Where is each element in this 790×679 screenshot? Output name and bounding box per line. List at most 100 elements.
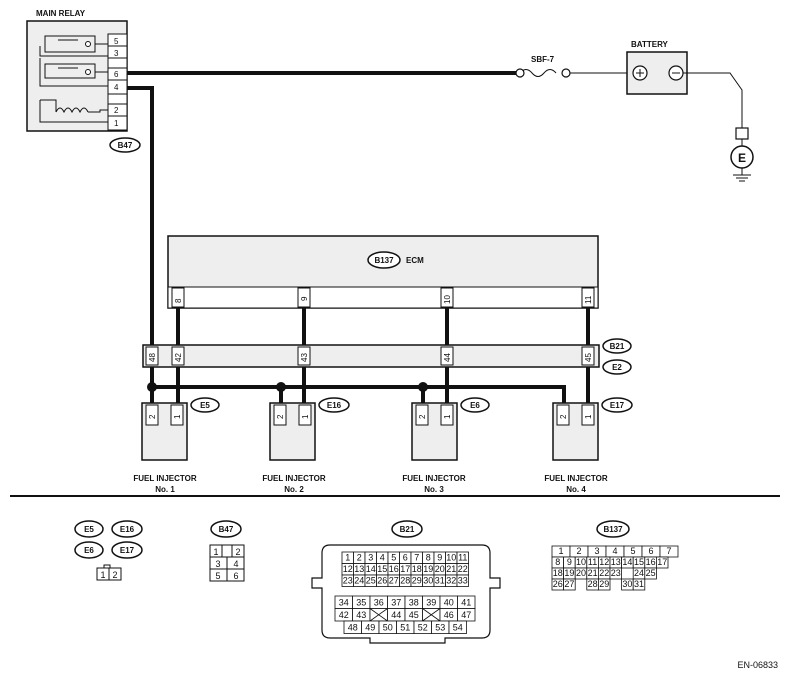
pin-number: 32 [446, 576, 456, 586]
connector-tag-b21 [602, 338, 632, 354]
pin-number: 11 [588, 557, 597, 567]
pin-number: 9 [567, 557, 572, 567]
pin-cell [632, 578, 646, 591]
harness-pin: 45 [584, 353, 593, 362]
pin-number: 39 [426, 598, 436, 608]
injector-name: FUEL INJECTOR [262, 474, 325, 483]
pin-number: 4 [380, 553, 385, 563]
view-tag: E6 [84, 546, 94, 555]
pin-number: 51 [400, 623, 410, 633]
pin-number: 44 [391, 610, 401, 620]
connector-tag-e2 [602, 359, 632, 375]
relay-pin: 6 [114, 70, 119, 79]
view-tag: E17 [120, 546, 135, 555]
pin-number: 4 [612, 546, 617, 556]
pin-number: 14 [622, 557, 632, 567]
connector-view-injector: E5 E16 E6 E17 1 2 [74, 520, 143, 581]
pin-cell [644, 567, 657, 580]
relay-switch-symbols [39, 35, 108, 123]
pin-number: 25 [366, 576, 376, 586]
pin-number: 42 [339, 610, 349, 620]
pin-number: 27 [564, 579, 574, 589]
injector-pin: 1 [301, 414, 310, 419]
pin-cell [563, 578, 576, 591]
connector-tag-b137-label: B137 [374, 256, 394, 265]
injector-2: 2 1 E16 FUEL INJECTOR No. 2 [262, 397, 350, 494]
relay-pin: 1 [114, 119, 119, 128]
view-pin: 4 [233, 559, 238, 569]
pin-cell [456, 574, 469, 587]
blank-pin-mark [422, 608, 441, 622]
connector-tag-b47-label: B47 [118, 141, 133, 150]
pin-number: 35 [356, 598, 366, 608]
pin-number: 24 [634, 568, 644, 578]
pin-number: 6 [403, 553, 408, 563]
pin-number: 30 [622, 579, 632, 589]
harness-pin: 42 [174, 353, 183, 362]
pin-number: 38 [409, 598, 419, 608]
pin-number: 29 [599, 579, 609, 589]
pin-number: 45 [409, 610, 419, 620]
connector-tag-b47 [109, 137, 141, 153]
pin-number: 1 [345, 553, 350, 563]
pin-number: 18 [412, 564, 422, 574]
pin-number: 17 [657, 557, 667, 567]
pin-number: 1 [558, 546, 563, 556]
view-tag: B21 [400, 525, 415, 534]
view-pin: 3 [215, 559, 220, 569]
pin-number: 24 [354, 576, 364, 586]
injector-4: 2 1 E17 FUEL INJECTOR No. 4 [544, 397, 633, 494]
pin-number: 20 [576, 568, 586, 578]
injector-pin: 1 [173, 414, 182, 419]
pin-number: 12 [599, 557, 609, 567]
pin-number: 10 [576, 557, 586, 567]
injector-power-bus [150, 367, 566, 405]
injector-name: FUEL INJECTOR [133, 474, 196, 483]
pin-number: 13 [354, 564, 364, 574]
connector-tag-e17: E17 [610, 401, 625, 410]
pin-number: 23 [611, 568, 621, 578]
pin-number: 28 [588, 579, 598, 589]
pin-number: 5 [630, 546, 635, 556]
pin-cell [656, 556, 669, 569]
harness-connector-body [142, 344, 600, 368]
pin-number: 29 [412, 576, 422, 586]
pin-number: 28 [400, 576, 410, 586]
pin-number: 22 [599, 568, 609, 578]
pin-number: 40 [444, 598, 454, 608]
pin-number: 36 [374, 598, 384, 608]
pin-number: 5 [391, 553, 396, 563]
pin-number: 41 [461, 598, 471, 608]
connector-tag-e16: E16 [327, 401, 342, 410]
harness-pin: 48 [148, 353, 157, 362]
pin-number: 7 [666, 546, 671, 556]
view-tag: E16 [120, 525, 135, 534]
pin-number: 16 [646, 557, 656, 567]
pin-number: 16 [389, 564, 399, 574]
pin-number: 18 [553, 568, 563, 578]
ecm: B137 ECM 8 9 10 11 [167, 235, 599, 309]
pin-number: 19 [564, 568, 574, 578]
ground-label: E [738, 151, 746, 165]
injector-name: FUEL INJECTOR [402, 474, 465, 483]
injector-pin: 1 [443, 414, 452, 419]
relay-pin: 4 [114, 83, 119, 92]
pin-number: 26 [553, 579, 563, 589]
injector-1: 2 1 E5 FUEL INJECTOR No. 1 [133, 397, 220, 494]
relay-coil-icon [55, 107, 89, 114]
pin-number: 33 [458, 576, 468, 586]
main-relay: MAIN RELAY 5 3 6 4 2 1 [26, 9, 141, 153]
pin-number: 8 [555, 557, 560, 567]
injector-number: No. 1 [155, 485, 175, 494]
pin-number: 26 [377, 576, 387, 586]
ecm-pin: 10 [443, 295, 452, 304]
harness-pin: 44 [443, 353, 452, 362]
injector-pin: 2 [559, 414, 568, 419]
connector-tag-b137 [367, 251, 401, 269]
pin-number: 30 [423, 576, 433, 586]
pin-number: 23 [343, 576, 353, 586]
pin-number: 15 [634, 557, 644, 567]
